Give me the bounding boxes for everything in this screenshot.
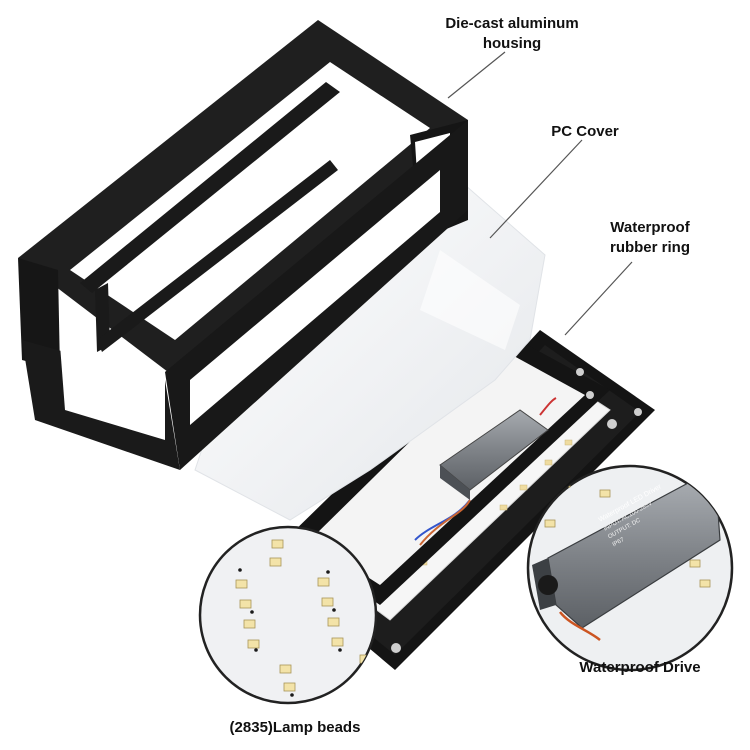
label-lamp-beads: (2835)Lamp beads: [195, 718, 395, 738]
label-housing-line2: housing: [482, 35, 542, 52]
label-waterproof-drive: Waterproof Drive: [555, 658, 725, 678]
zoom-lamp-beads: [198, 525, 378, 705]
label-pc-cover-text: PC Cover: [551, 123, 619, 140]
driver-label-line4: IP67: [612, 537, 626, 549]
zoom-waterproof-drive: Waterproof LED Driver INPUT: AC100-265V …: [526, 464, 734, 672]
label-lamp-beads-text: (2835)Lamp beads: [229, 719, 361, 736]
label-rubber-ring: Waterproof rubber ring: [590, 218, 710, 258]
label-ring-line1: Waterproof: [610, 219, 690, 236]
leader-lines: [447, 51, 633, 336]
label-housing: Die-cast aluminum housing: [412, 14, 612, 54]
label-drive-text: Waterproof Drive: [579, 659, 701, 676]
driver-small: [414, 397, 557, 546]
label-ring-line2: rubber ring: [609, 239, 690, 256]
aluminum-housing: [18, 20, 468, 470]
label-pc-cover: PC Cover: [520, 122, 650, 142]
label-housing-line1: Die-cast aluminum: [445, 15, 579, 32]
